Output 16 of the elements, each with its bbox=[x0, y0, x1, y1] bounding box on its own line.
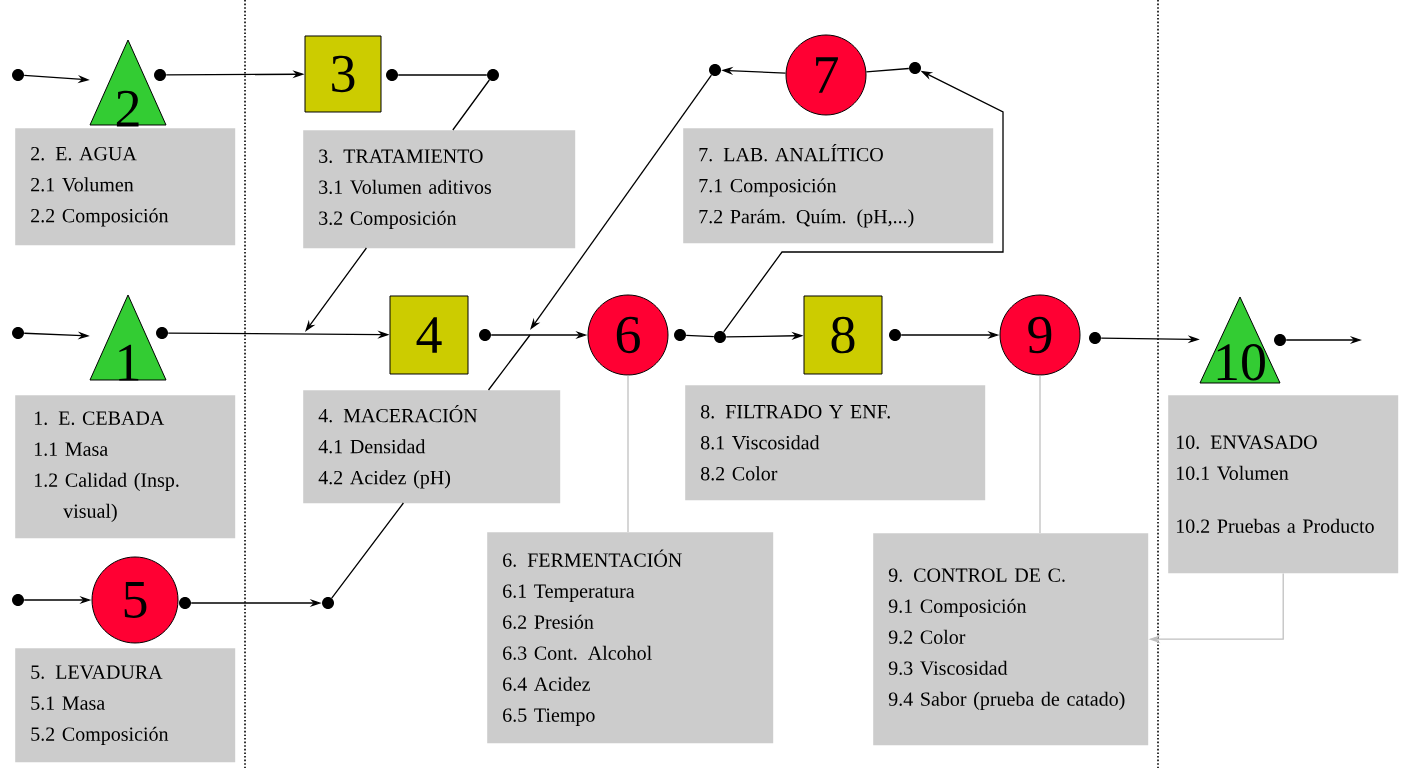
info-box: 7. LAB. ANALÍTICO 7.1 Composición 7.2 Parám. Quím. (pH,...) bbox=[683, 128, 994, 244]
connector-line bbox=[331, 334, 531, 599]
info-box: 9. CONTROL DE C. 9.1 Composición 9.2 Color 9.3 Viscosidad 9.4 Sabor (prueba de catado) bbox=[873, 533, 1149, 746]
info-box: 5. LEVADURA 5.1 Masa 5.2 Composición bbox=[15, 648, 236, 763]
info-box: 4. MACERACIÓN 4.1 Densidad 4.2 Acidez (pH) bbox=[303, 390, 561, 504]
connector-line bbox=[627, 374, 629, 533]
info-box: 6. FERMENTACIÓN 6.1 Temperatura 6.2 Presión 6.3 Cont. Alcohol 6.4 Acidez 6.5 Tiempo bbox=[487, 532, 774, 744]
connector-line bbox=[865, 67, 910, 73]
connector-line bbox=[685, 334, 715, 338]
info-box: 10. ENVASADO 10.1 Volumen 10.2 Pruebas a Producto bbox=[1168, 395, 1399, 574]
info-box: 2. E. AGUA 2.1 Volumen 2.2 Composición bbox=[15, 128, 236, 246]
info-box: 3. TRATAMIENTO 3.1 Volumen aditivos 3.2 Composición bbox=[303, 130, 576, 249]
info-box: 8. FILTRADO Y ENF. 8.1 Viscosidad 8.2 Color bbox=[685, 385, 986, 501]
connector-line bbox=[397, 74, 488, 76]
connector-line bbox=[1039, 374, 1041, 534]
info-box: 1. E. CEBADA 1.1 Masa 1.2 Calidad (Insp. visual) bbox=[15, 395, 236, 539]
